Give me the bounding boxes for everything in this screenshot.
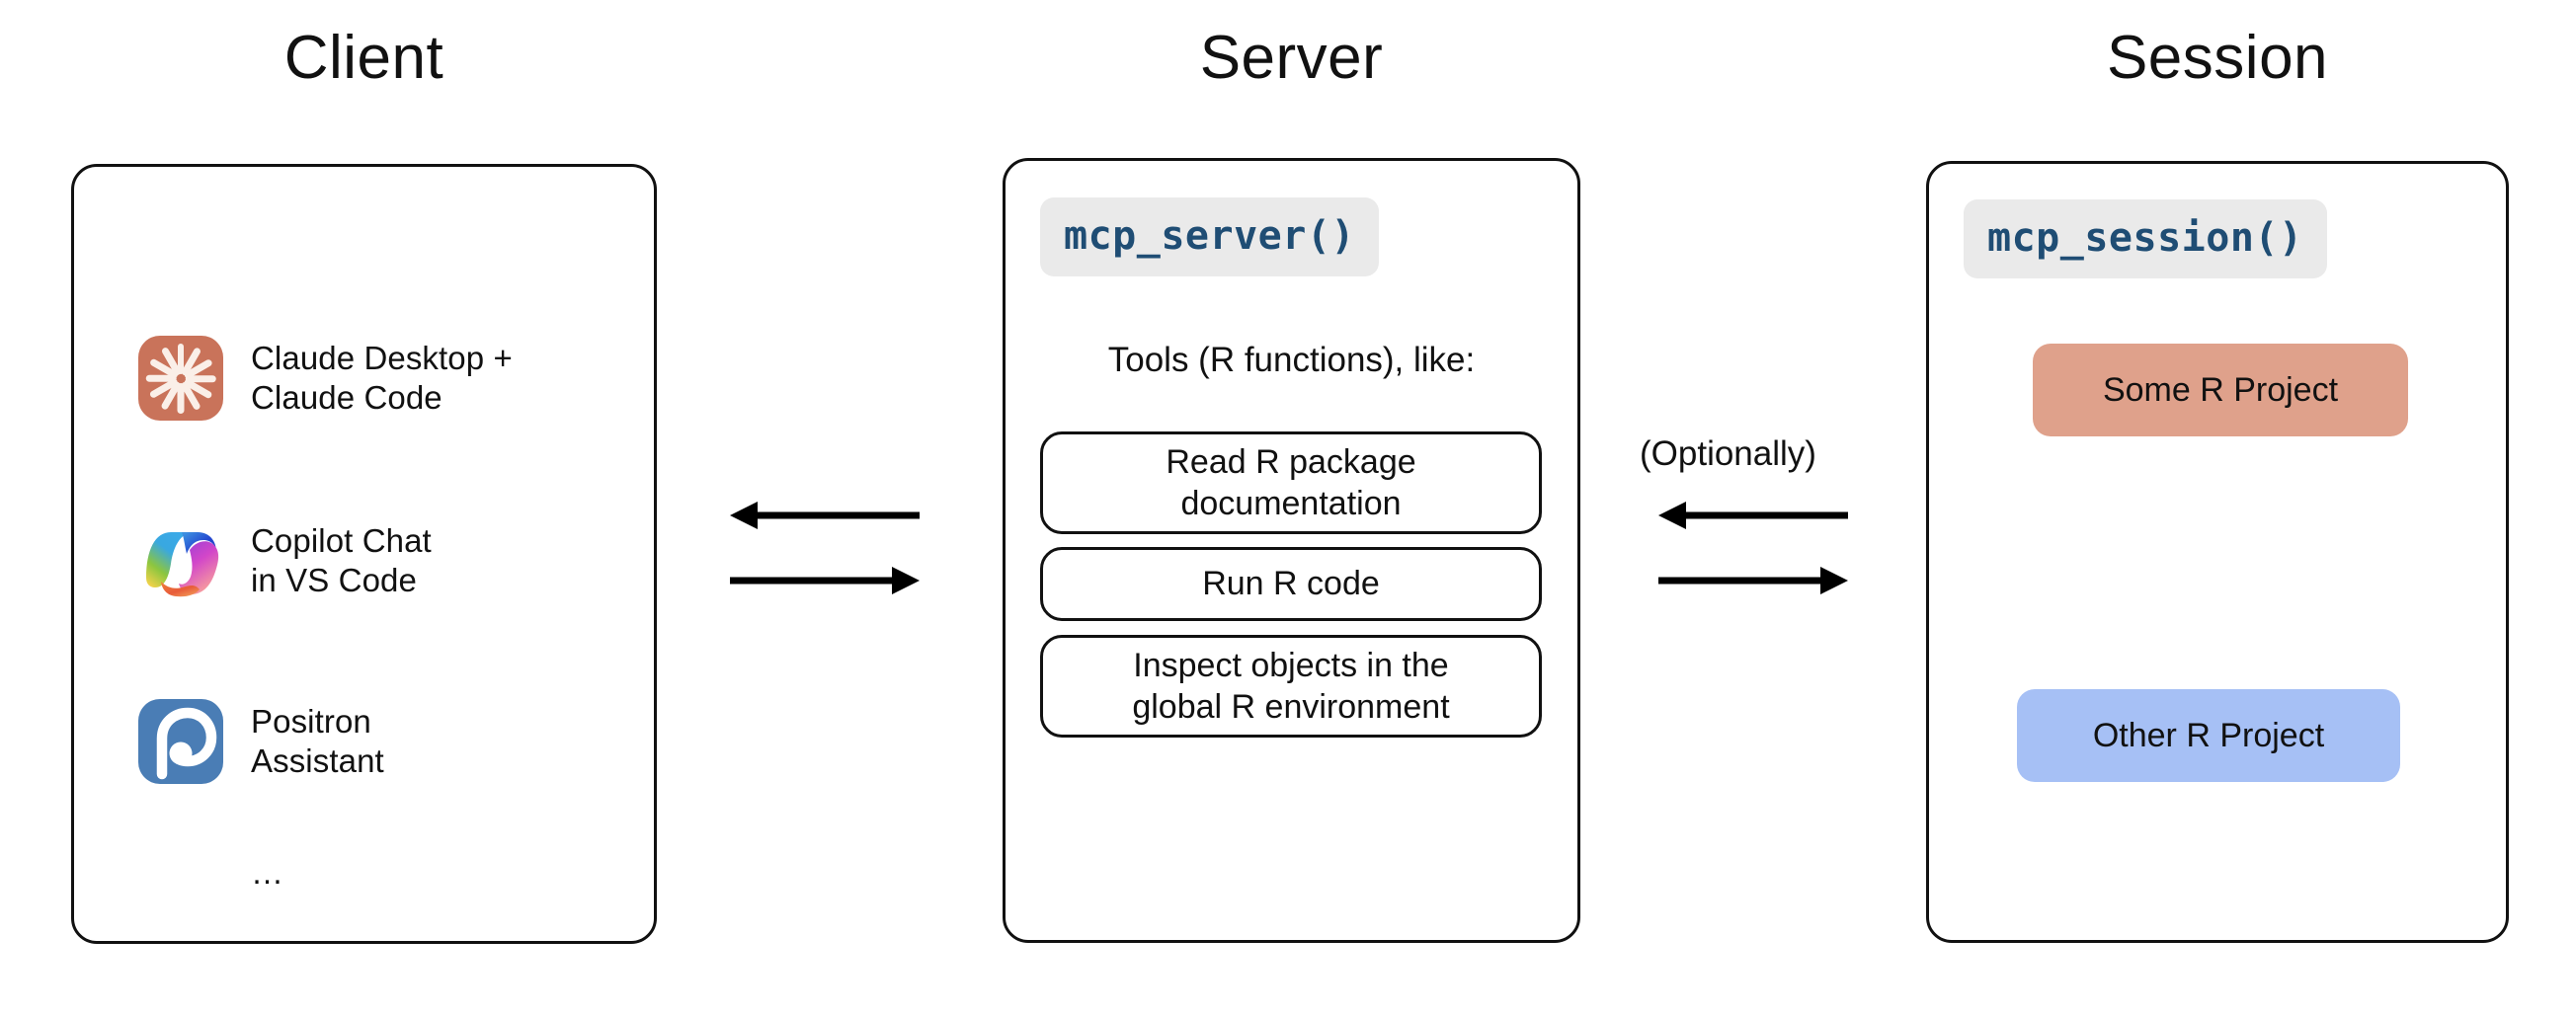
- positron-icon: [138, 699, 223, 784]
- arrow-left-icon: [730, 502, 920, 529]
- client-item-label: Claude Desktop + Claude Code: [251, 339, 513, 416]
- copilot-icon: [138, 518, 223, 603]
- project-card-some-r-project[interactable]: Some R Project: [2033, 344, 2408, 436]
- tool-read-documentation[interactable]: Read R package documentation: [1040, 431, 1542, 534]
- optional-label: (Optionally): [1640, 434, 1816, 473]
- server-session-connector: [1658, 502, 1848, 594]
- session-code-pill: mcp_session(): [1964, 199, 2327, 278]
- client-more-ellipsis: …: [251, 854, 285, 891]
- client-item-label: Positron Assistant: [251, 702, 384, 779]
- client-item-label: Copilot Chat in VS Code: [251, 521, 432, 598]
- column-title-session: Session: [2106, 24, 2329, 92]
- arrow-left-icon: [1658, 502, 1848, 529]
- tool-inspect-objects[interactable]: Inspect objects in the global R environm…: [1040, 635, 1542, 738]
- arrow-right-icon: [1658, 567, 1848, 594]
- arrow-right-icon: [730, 567, 920, 594]
- tool-run-r-code[interactable]: Run R code: [1040, 547, 1542, 621]
- claude-icon: [138, 336, 223, 421]
- project-card-other-r-project[interactable]: Other R Project: [2017, 689, 2400, 782]
- column-title-client: Client: [283, 24, 444, 92]
- server-tools-caption: Tools (R functions), like:: [1107, 341, 1476, 379]
- client-item-copilot[interactable]: Copilot Chat in VS Code: [138, 518, 432, 603]
- client-server-connector: [730, 502, 920, 594]
- server-code-pill: mcp_server(): [1040, 197, 1379, 276]
- client-item-positron[interactable]: Positron Assistant: [138, 699, 384, 784]
- column-title-server: Server: [1199, 24, 1384, 92]
- client-item-claude[interactable]: Claude Desktop + Claude Code: [138, 336, 513, 421]
- session-panel: [1926, 161, 2509, 943]
